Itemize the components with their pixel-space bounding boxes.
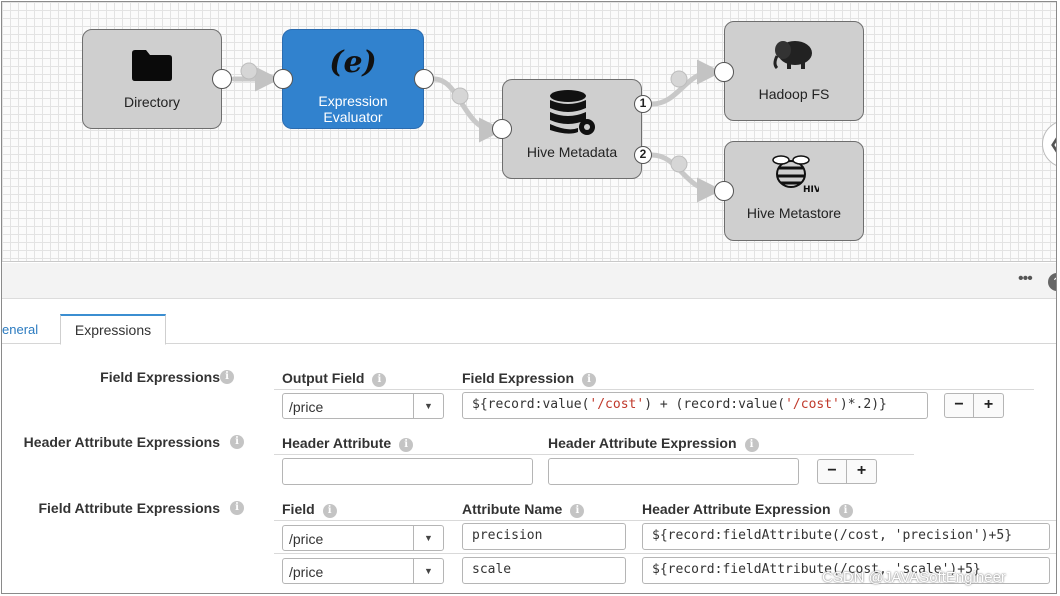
hive-bee-icon: HIVE [772, 155, 819, 194]
stage-label: Expression [318, 93, 388, 109]
caret-down-icon: ▼ [413, 394, 443, 418]
field-attribute-expressions-label: Field Attribute Expressions [38, 500, 220, 516]
link-records-icon [240, 62, 258, 80]
output-field-select[interactable]: /price ▼ [282, 393, 444, 419]
field-expressions-label: Field Expressions [100, 369, 220, 385]
output-port[interactable] [414, 69, 434, 89]
config-panel-header: ••• ? [2, 263, 1056, 299]
info-icon[interactable]: i [322, 504, 337, 518]
output-port[interactable] [212, 69, 232, 89]
attribute-name-input[interactable]: scale [462, 557, 626, 584]
caret-down-icon: ▼ [413, 559, 443, 583]
divider [274, 520, 1056, 521]
stage-hadoop-fs[interactable]: Hadoop FS [724, 21, 864, 121]
input-port[interactable] [492, 119, 512, 139]
expression-e-icon: (e) [329, 46, 376, 80]
header-attribute-expression-input[interactable] [548, 458, 799, 485]
field-expression-input[interactable]: ${record:value('/cost') + (record:value(… [462, 392, 928, 419]
config-tabs: eneral Expressions [2, 300, 1056, 345]
stage-label: Hive Metastore [746, 205, 842, 221]
info-icon[interactable]: i [399, 438, 414, 452]
divider [274, 389, 1034, 390]
stage-expression-evaluator[interactable]: (e) Expression Evaluator [282, 29, 424, 129]
link-records-icon [670, 155, 688, 173]
stage-hive-metastore[interactable]: HIVE Hive Metastore [724, 141, 864, 241]
more-options-icon[interactable]: ••• [1018, 270, 1033, 287]
tab-general[interactable]: eneral [2, 322, 39, 337]
link-hivemetadata-metastore [649, 152, 722, 203]
add-row-button[interactable]: + [847, 459, 877, 484]
divider [274, 553, 1056, 554]
output-port-2[interactable]: 2 [634, 146, 652, 164]
divider [274, 454, 914, 455]
chevron-left-icon: ❮ [1049, 135, 1056, 153]
watermark: CSDN @JAVASoftEngineer [822, 569, 1006, 586]
database-gear-icon [550, 90, 595, 135]
attribute-name-input[interactable]: precision [462, 523, 626, 550]
folder-icon [132, 50, 172, 81]
link-expression-hivemetadata [431, 76, 504, 143]
stage-hive-metadata[interactable]: Hive Metadata [502, 79, 642, 179]
info-icon[interactable]: i [570, 504, 585, 518]
remove-row-button[interactable]: − [944, 393, 974, 418]
info-icon[interactable]: i [220, 370, 234, 384]
stage-label: Evaluator [323, 109, 383, 125]
svg-text:HIVE: HIVE [803, 185, 819, 194]
pipeline-links [231, 59, 722, 203]
stage-label: Hadoop FS [758, 86, 830, 102]
header-attribute-input[interactable] [282, 458, 533, 485]
caret-down-icon: ▼ [413, 526, 443, 550]
header-attribute-expressions-label: Header Attribute Expressions [23, 434, 220, 450]
input-port[interactable] [273, 69, 293, 89]
info-icon[interactable]: i [372, 373, 387, 387]
info-icon[interactable]: i [230, 501, 244, 515]
input-port[interactable] [714, 181, 734, 201]
info-icon[interactable]: i [744, 438, 759, 452]
output-port-1[interactable]: 1 [634, 95, 652, 113]
field-attribute-expression-input[interactable]: ${record:fieldAttribute(/cost, 'precisio… [642, 523, 1050, 550]
pipeline-canvas[interactable]: Directory (e) Expression Evaluator Hive … [2, 2, 1056, 262]
field-select[interactable]: /price ▼ [282, 525, 444, 551]
info-icon[interactable]: i [838, 504, 853, 518]
link-hivemetadata-hadoop [649, 59, 722, 107]
field-select[interactable]: /price ▼ [282, 558, 444, 584]
link-records-icon [451, 87, 469, 105]
stage-directory[interactable]: Directory [82, 29, 222, 129]
input-port[interactable] [714, 62, 734, 82]
info-icon[interactable]: i [582, 373, 597, 387]
add-row-button[interactable]: + [974, 393, 1004, 418]
svg-text:(e): (e) [329, 46, 376, 80]
link-records-icon [670, 70, 688, 88]
stage-label: Hive Metadata [526, 144, 618, 160]
tab-expressions[interactable]: Expressions [60, 314, 166, 345]
field-attribute-expression-input[interactable]: ${record:fieldAttribute(/cost, 'scale')+… [642, 557, 1050, 584]
info-icon[interactable]: i [230, 435, 244, 449]
stage-label: Directory [123, 94, 180, 110]
remove-row-button[interactable]: − [817, 459, 847, 484]
hadoop-elephant-icon [773, 41, 812, 70]
help-icon[interactable]: ? [1048, 273, 1056, 291]
